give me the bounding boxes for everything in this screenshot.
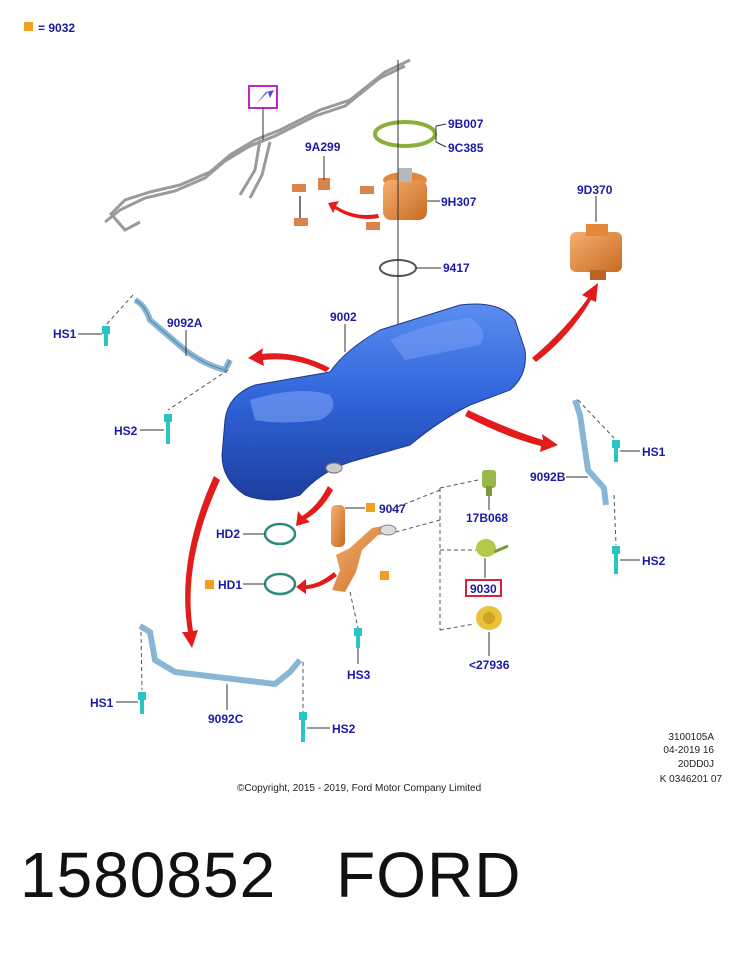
legend-swatch xyxy=(24,22,33,31)
label-9B007: 9B007 xyxy=(448,117,484,131)
arrow-tank-to-strap-b xyxy=(465,410,558,452)
level-sender-part xyxy=(292,178,380,230)
strap-9092A-part-edge xyxy=(134,299,231,371)
highlight-9030-box xyxy=(465,579,502,597)
label-9417: 9417 xyxy=(443,261,470,275)
arrow-neck-to-hd1 xyxy=(296,572,337,594)
tank-highlight xyxy=(250,391,334,423)
bolt-hs3 xyxy=(354,628,362,648)
part-caption: 1580852 FORD xyxy=(20,838,521,912)
arrow-tank-to-strap-c xyxy=(182,476,220,648)
strap-9092A-part xyxy=(133,297,233,374)
label-9092C: 9092C xyxy=(208,712,244,726)
clamp-hd2-part xyxy=(263,522,297,546)
bolt-hs2-left xyxy=(164,414,172,444)
label-hs2-left: HS2 xyxy=(114,424,138,438)
check-valve-17B068-part xyxy=(482,470,496,496)
fuel-pump-part xyxy=(383,168,427,220)
label-9C385: 9C385 xyxy=(448,141,484,155)
meta-line-1: 3100105A xyxy=(668,732,714,743)
meta-line-2: 04-2019 16 xyxy=(663,745,714,756)
meta-line-4: K 0346201 07 xyxy=(660,774,723,785)
filler-pipe-part xyxy=(331,505,345,547)
label-9D370: 9D370 xyxy=(577,183,613,197)
label-hd1: HD1 xyxy=(218,578,242,592)
filler-neck-cap xyxy=(379,524,397,536)
label-9092B: 9092B xyxy=(530,470,566,484)
label-hs1-right: HS1 xyxy=(642,445,666,459)
copyright-text: ©Copyright, 2015 - 2019, Ford Motor Comp… xyxy=(237,783,481,794)
label-9047-swatch xyxy=(366,503,375,512)
canister-part xyxy=(570,224,622,280)
clamp-hd1-part xyxy=(263,572,297,596)
fuel-cap-27936-part xyxy=(476,606,502,630)
label-hs2-bottom: HS2 xyxy=(332,722,356,736)
label-17B068: 17B068 xyxy=(466,511,508,525)
label-9H307: 9H307 xyxy=(441,195,477,209)
arrow-tank-to-hd2 xyxy=(296,486,333,526)
filler-neck-part xyxy=(332,525,392,592)
tank-highlight xyxy=(390,318,484,360)
label-hs2-right: HS2 xyxy=(642,554,666,568)
label-hd1-swatch xyxy=(205,580,214,589)
seal-ring-part xyxy=(373,120,437,148)
part-number: 1580852 xyxy=(20,839,277,911)
bolt-hs2-right xyxy=(612,546,620,574)
label-9030: 9030 xyxy=(470,582,497,596)
arrow-tank-to-strap-a xyxy=(248,348,330,372)
label-hs3: HS3 xyxy=(347,668,371,682)
fuel-cap-9030-part xyxy=(476,539,509,557)
arrow-pump-to-sender xyxy=(328,201,379,219)
bolt-hs1-bottom xyxy=(138,692,146,714)
label-9092A: 9092A xyxy=(167,316,203,330)
arrow-tank-to-canister xyxy=(532,283,598,362)
strap-9092C-part xyxy=(138,623,303,688)
bolt-hs1-right xyxy=(612,440,620,462)
pointer-icon xyxy=(256,90,274,104)
fuel-lines xyxy=(104,58,411,232)
legend-text: = 9032 xyxy=(38,21,75,35)
bolt-hs2-bottom xyxy=(299,712,307,742)
tank-neck xyxy=(325,462,343,474)
fuel-tank-part xyxy=(221,303,526,501)
filler-neck-swatch xyxy=(380,571,389,580)
label-27936: <27936 xyxy=(469,658,510,672)
label-hd2: HD2 xyxy=(216,527,240,541)
label-hs1-bottom: HS1 xyxy=(90,696,114,710)
label-9A299: 9A299 xyxy=(305,140,341,154)
strap-9092B-part xyxy=(572,399,609,506)
label-9002: 9002 xyxy=(330,310,357,324)
bolt-hs1-top xyxy=(102,326,110,346)
brand-name: FORD xyxy=(336,839,522,911)
meta-line-3: 20DD0J xyxy=(678,759,714,770)
label-hs1-top: HS1 xyxy=(53,327,77,341)
